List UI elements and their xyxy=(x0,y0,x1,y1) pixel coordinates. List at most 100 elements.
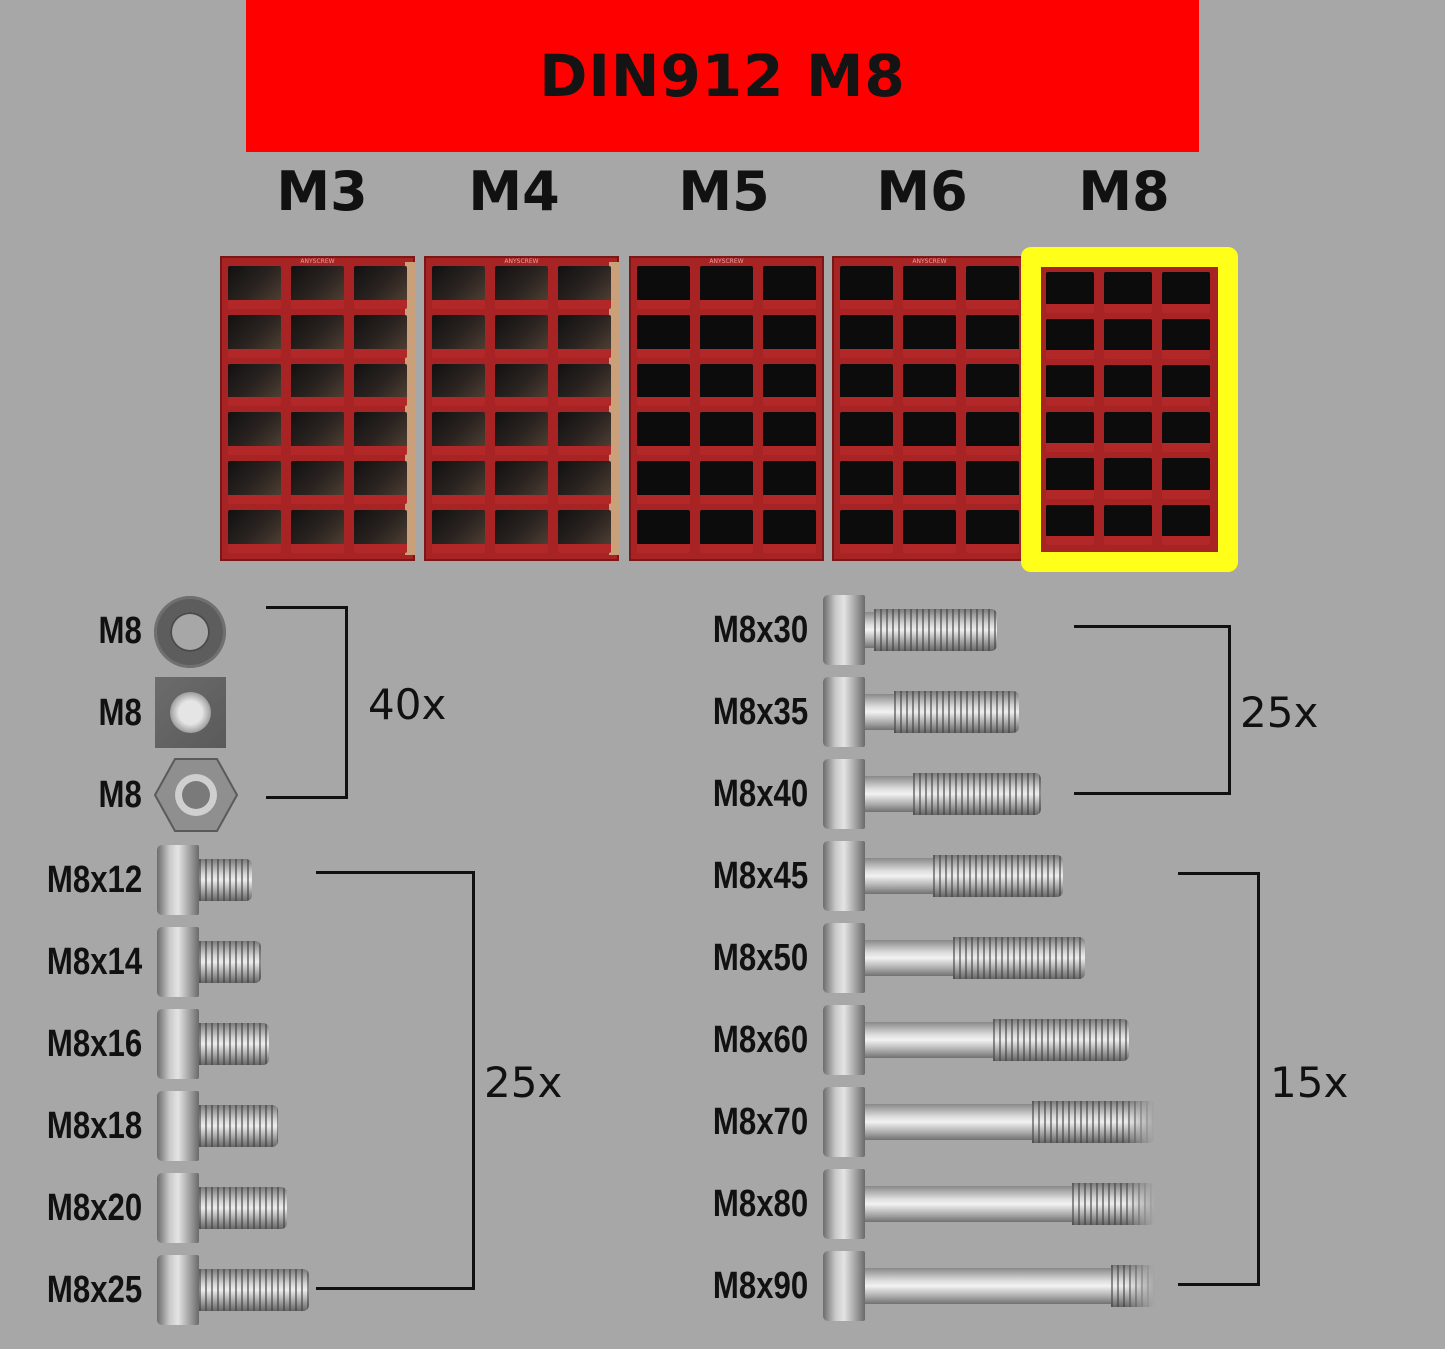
square-nut-label: M8 xyxy=(98,692,142,734)
bolt-label-m8x40: M8x40 xyxy=(712,773,808,815)
box-compartment xyxy=(291,363,344,407)
box-compartment xyxy=(637,266,690,309)
box-compartment-grid xyxy=(228,266,407,553)
bolt-shank xyxy=(865,776,914,812)
box-compartment-grid xyxy=(1046,272,1210,545)
bolt-head xyxy=(823,759,865,829)
box-compartment xyxy=(1046,272,1094,313)
bolt-label-m8x90: M8x90 xyxy=(712,1265,808,1307)
size-label-m3: M3 xyxy=(276,160,368,223)
hex-nut-label: M8 xyxy=(98,774,142,816)
box-compartment xyxy=(763,266,816,309)
bolt-thread xyxy=(873,609,997,651)
bolt-label-m8x50: M8x50 xyxy=(712,937,808,979)
box-compartment xyxy=(432,412,485,456)
box-compartment xyxy=(1162,365,1210,406)
box-compartment xyxy=(495,412,548,456)
left-bolts-bracket xyxy=(316,871,475,1290)
box-brand: ANYSCREW xyxy=(504,258,539,265)
box-brand: ANYSCREW xyxy=(912,258,947,265)
storage-box-m8 xyxy=(1032,256,1224,561)
box-compartment xyxy=(291,412,344,456)
bolt-thread xyxy=(199,859,252,901)
bolt-label-m8x18: M8x18 xyxy=(46,1105,142,1147)
box-compartment xyxy=(432,510,485,553)
bolt-fade xyxy=(1125,1099,1155,1145)
hex-nut-icon xyxy=(154,758,238,832)
box-compartment xyxy=(1046,318,1094,359)
bolt-thread xyxy=(953,937,1085,979)
box-compartment xyxy=(840,510,893,553)
box-compartment xyxy=(1046,365,1094,406)
box-compartment xyxy=(903,363,956,407)
square-nut-icon xyxy=(155,677,226,748)
bolt-label-m8x30: M8x30 xyxy=(712,609,808,651)
right-bolts-quantity-2: 15x xyxy=(1270,1058,1349,1107)
box-compartment xyxy=(840,314,893,358)
box-side-panel xyxy=(405,262,415,555)
box-compartment xyxy=(495,461,548,505)
box-compartment-grid xyxy=(432,266,611,553)
box-compartment xyxy=(966,510,1019,553)
box-compartment xyxy=(432,266,485,309)
box-compartment xyxy=(354,266,407,309)
box-compartment xyxy=(228,461,281,505)
storage-box-m3: ANYSCREW xyxy=(220,256,415,561)
box-compartment xyxy=(700,314,753,358)
box-compartment xyxy=(432,363,485,407)
box-compartment xyxy=(228,510,281,553)
box-compartment xyxy=(966,266,1019,309)
storage-box-m4: ANYSCREW xyxy=(424,256,619,561)
box-compartment xyxy=(432,461,485,505)
bolt-fade xyxy=(1125,1263,1155,1309)
bolt-head xyxy=(823,1087,865,1157)
storage-box-m6: ANYSCREW xyxy=(832,256,1027,561)
bolt-head xyxy=(823,1005,865,1075)
box-brand: ANYSCREW xyxy=(300,258,335,265)
box-brand: ANYSCREW xyxy=(709,258,744,265)
box-compartment xyxy=(700,266,753,309)
bolt-thread xyxy=(199,1269,309,1311)
box-compartment xyxy=(763,412,816,456)
right-bolts-quantity-1: 25x xyxy=(1240,688,1319,737)
bolt-head xyxy=(823,677,865,747)
bolt-label-m8x25: M8x25 xyxy=(46,1269,142,1311)
bolt-head xyxy=(157,1091,199,1161)
box-compartment xyxy=(291,266,344,309)
bolt-shank xyxy=(865,1022,993,1058)
bolt-head xyxy=(157,1255,199,1325)
box-compartment-grid xyxy=(840,266,1019,553)
size-label-m8: M8 xyxy=(1078,160,1170,223)
size-label-m5: M5 xyxy=(678,160,770,223)
box-compartment xyxy=(840,363,893,407)
box-compartment xyxy=(966,363,1019,407)
box-compartment xyxy=(495,510,548,553)
box-compartment xyxy=(966,461,1019,505)
box-compartment xyxy=(637,363,690,407)
washer-icon xyxy=(154,596,226,668)
box-compartment xyxy=(903,510,956,553)
bolt-head xyxy=(823,841,865,911)
box-compartment xyxy=(1104,504,1152,545)
box-compartment xyxy=(354,461,407,505)
box-compartment xyxy=(558,314,611,358)
size-label-m6: M6 xyxy=(876,160,968,223)
box-compartment xyxy=(840,412,893,456)
box-compartment xyxy=(558,363,611,407)
box-compartment xyxy=(763,314,816,358)
box-compartment xyxy=(700,510,753,553)
bolt-head xyxy=(823,1251,865,1321)
box-compartment xyxy=(1046,504,1094,545)
right-bolts-bracket-1 xyxy=(1074,625,1231,795)
box-compartment-grid xyxy=(637,266,816,553)
bolt-head xyxy=(823,595,865,665)
bolt-label-m8x35: M8x35 xyxy=(712,691,808,733)
box-compartment xyxy=(291,510,344,553)
box-compartment xyxy=(840,461,893,505)
bolt-label-m8x12: M8x12 xyxy=(46,859,142,901)
box-compartment xyxy=(1104,318,1152,359)
box-compartment xyxy=(1162,318,1210,359)
box-compartment xyxy=(228,314,281,358)
bolt-shank xyxy=(865,858,934,894)
box-compartment xyxy=(637,461,690,505)
